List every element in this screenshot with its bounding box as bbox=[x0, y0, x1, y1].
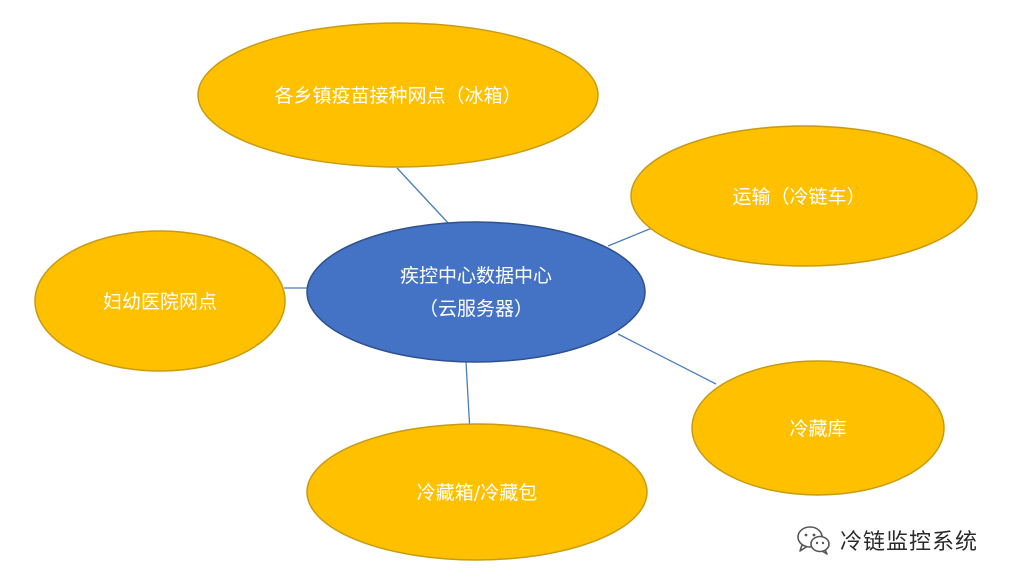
node-cold-storage-label: 冷藏库 bbox=[789, 418, 846, 440]
wechat-icon bbox=[797, 526, 830, 555]
watermark: 冷链监控系统 bbox=[796, 522, 978, 558]
connector-cold-storage bbox=[617, 333, 717, 385]
center-node-label-line2: （云服务器） bbox=[419, 298, 533, 320]
center-node-shape bbox=[306, 221, 646, 363]
node-transport-shape bbox=[630, 125, 978, 267]
node-maternity-hospital-shape bbox=[34, 230, 286, 372]
node-transport: 运输（冷链车） bbox=[630, 125, 978, 267]
node-maternity-hospital: 妇幼医院网点 bbox=[34, 230, 286, 372]
center-node-label-line1: 疾控中心数据中心 bbox=[400, 265, 552, 287]
connector-cold-boxes bbox=[465, 361, 471, 433]
connector-vaccination-points bbox=[396, 167, 451, 226]
watermark-text: 冷链监控系统 bbox=[840, 530, 979, 555]
connectors bbox=[284, 167, 717, 433]
node-cold-boxes: 冷藏箱/冷藏包 bbox=[306, 423, 648, 561]
node-transport-label: 运输（冷链车） bbox=[732, 186, 865, 208]
node-cold-boxes-label: 冷藏箱/冷藏包 bbox=[417, 482, 537, 504]
node-cold-storage-shape bbox=[691, 360, 945, 496]
node-vaccination-points-label: 各乡镇疫苗接种网点（冰箱） bbox=[274, 85, 521, 107]
node-cold-storage: 冷藏库 bbox=[691, 360, 945, 496]
center-node: 疾控中心数据中心 （云服务器） bbox=[306, 221, 646, 363]
node-vaccination-points: 各乡镇疫苗接种网点（冰箱） bbox=[197, 22, 599, 168]
node-maternity-hospital-label: 妇幼医院网点 bbox=[103, 291, 217, 313]
node-vaccination-points-shape bbox=[197, 22, 599, 168]
node-cold-boxes-shape bbox=[306, 423, 648, 561]
connector-transport bbox=[607, 227, 653, 247]
